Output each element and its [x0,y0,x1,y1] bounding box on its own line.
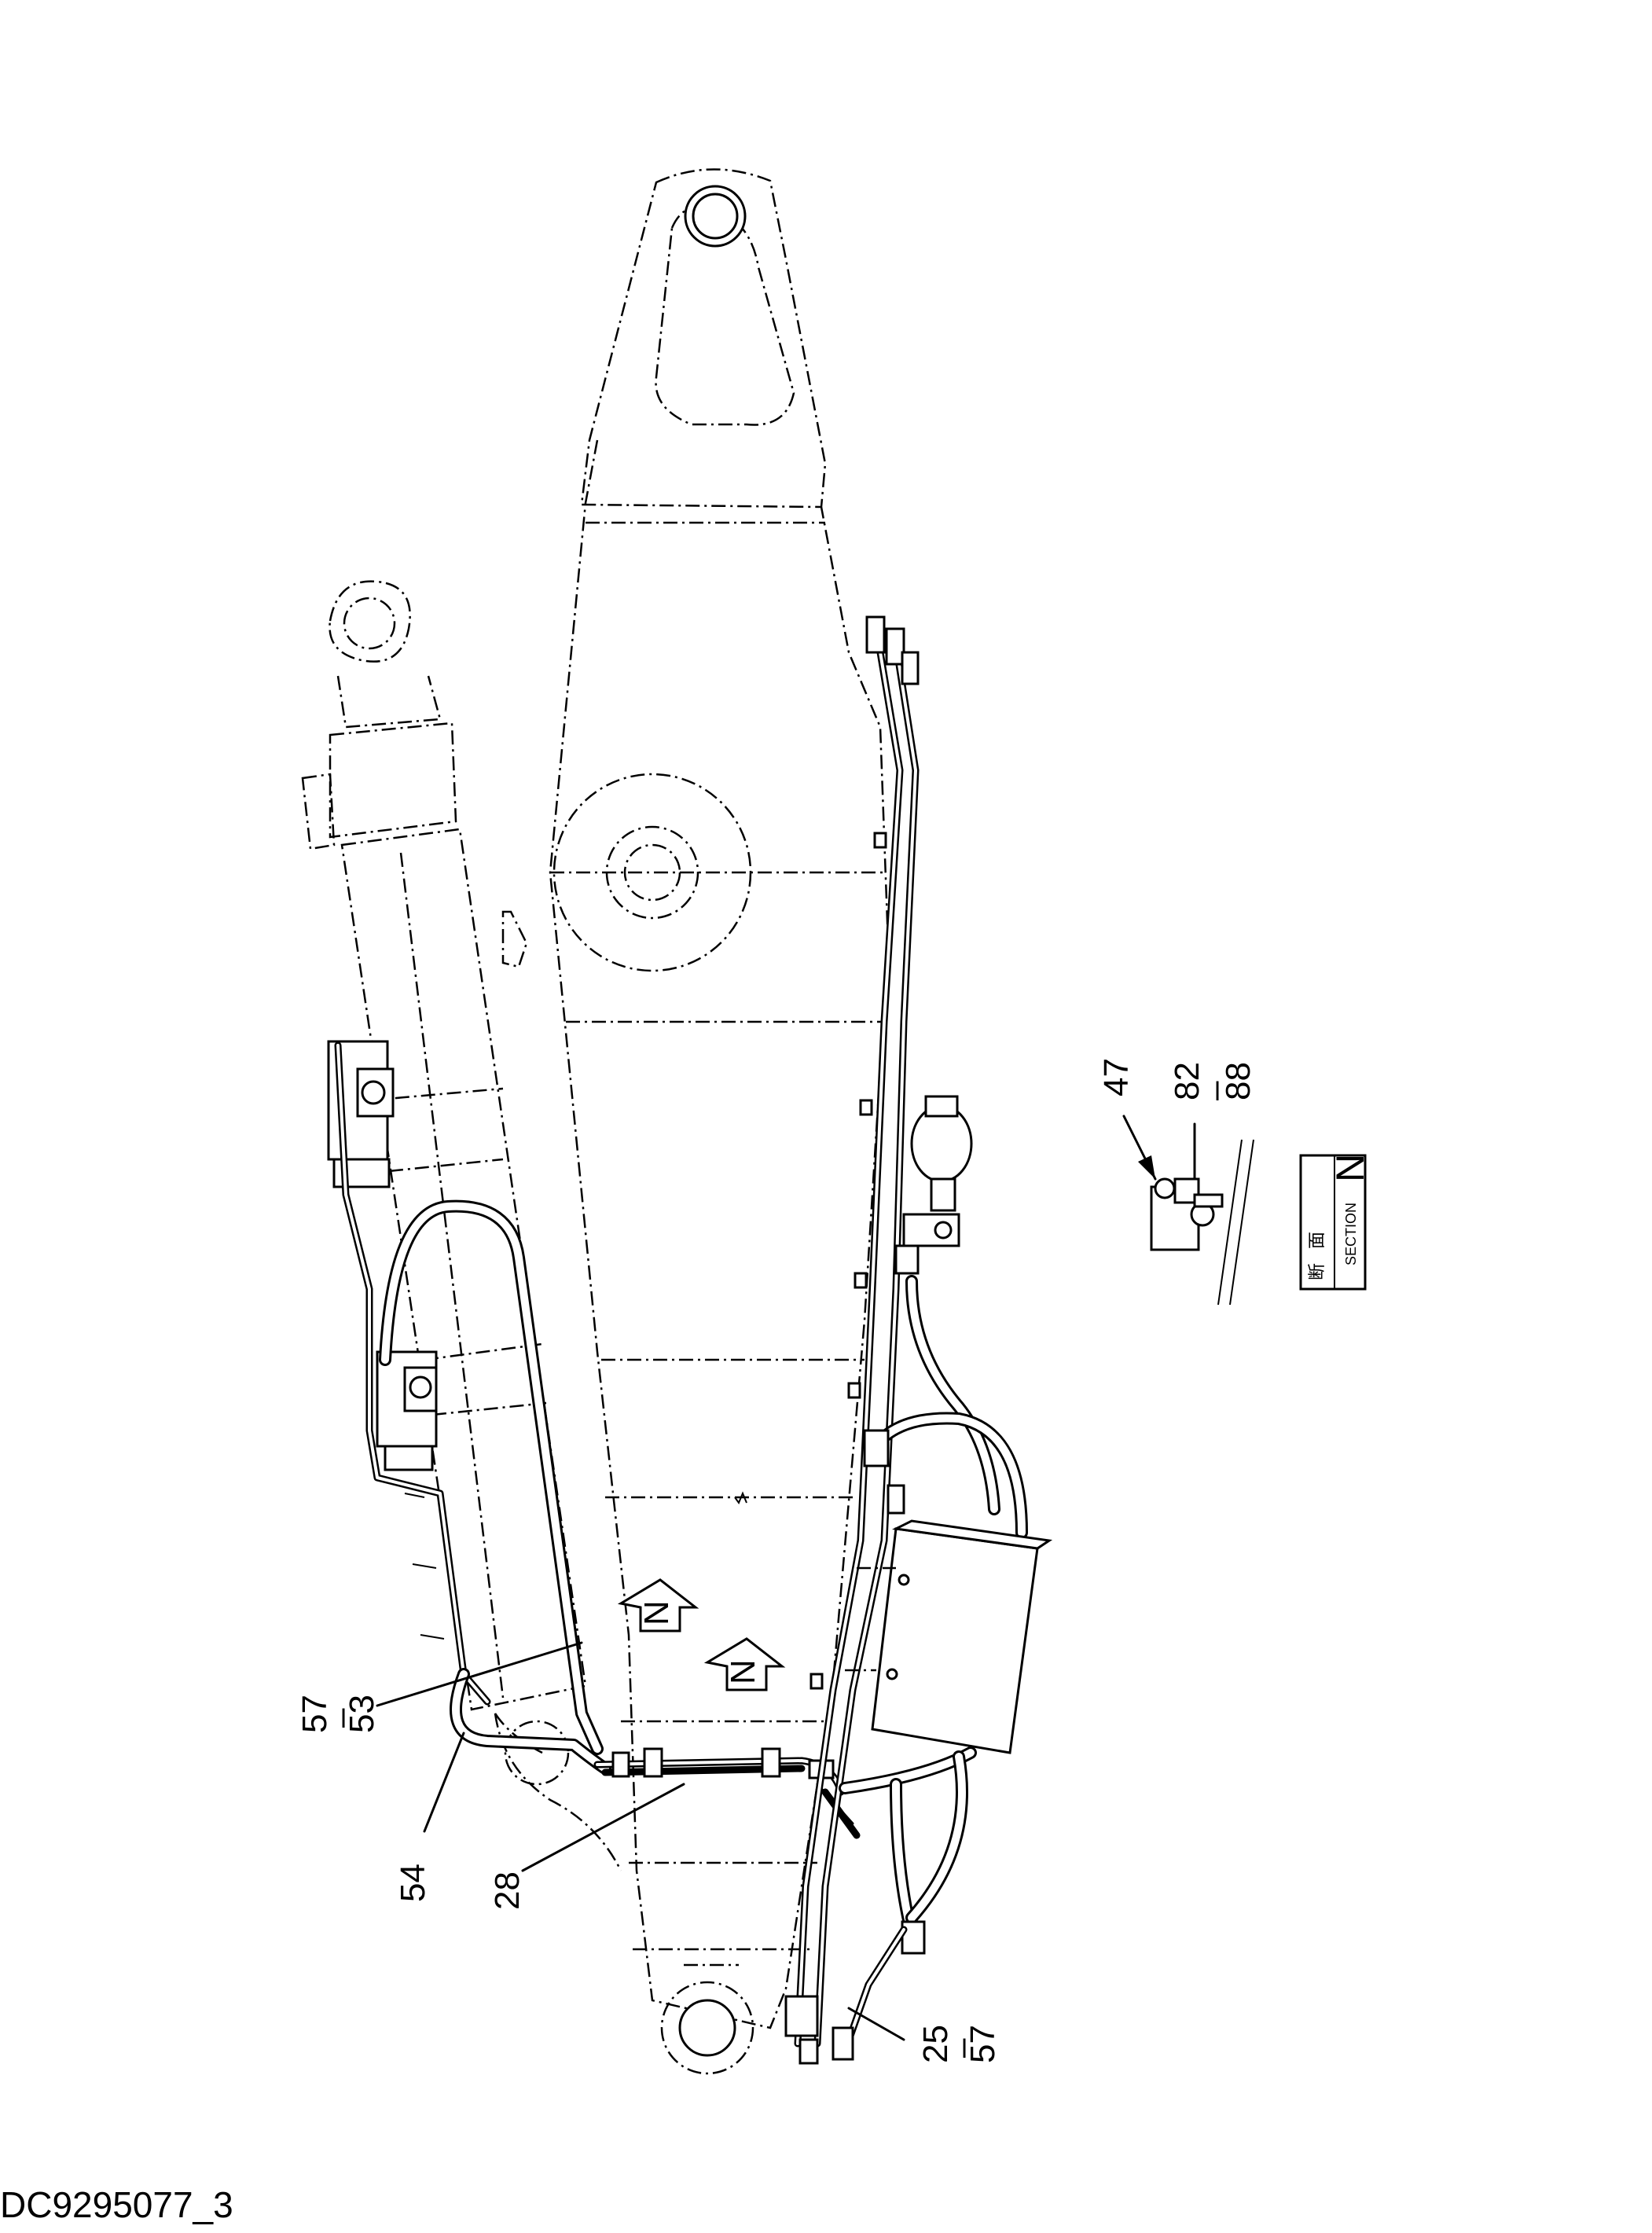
callout-25-57: 25 – 57 [916,2025,1002,2063]
callout-54: 54 [394,1864,432,1902]
svg-text:57: 57 [296,1695,334,1733]
section-en: SECTION [1343,1203,1359,1265]
boom-cylinder [301,580,587,1711]
svg-text:25: 25 [916,2025,955,2063]
view-arrow-label-1: N [637,1600,676,1625]
svg-text:28: 28 [488,1871,527,1910]
view-arrow-label-2: N [724,1659,762,1684]
cylinder-valve-lower [376,1350,438,1471]
svg-text:88: 88 [1219,1062,1257,1100]
section-n-detail [1150,1139,1254,1306]
pipe-25 [832,1926,908,2061]
svg-text:54: 54 [394,1864,432,1902]
view-arrow-1: N [617,1578,699,1633]
hose-loop [379,1199,604,1755]
section-letter: N [1328,1154,1372,1182]
drawing-id-label: DC9295077_3 [0,2184,233,2225]
section-label: N 断 面 SECTION [1299,1154,1372,1291]
foot-pin [504,1720,754,2075]
section-jp-1: 断 [1307,1263,1327,1280]
hose-54 [450,1668,611,1775]
svg-text:–: – [942,2038,981,2058]
view-arrow-2: N [703,1637,786,1691]
svg-text:47: 47 [1097,1058,1136,1096]
arrowhead-47 [1138,1155,1155,1179]
valve-box [845,1519,1053,1754]
callout-82-88: 82 – 88 [1168,1062,1257,1100]
boom-outline [494,168,890,2029]
callout-28: 28 [488,1871,527,1910]
center-pivot [553,773,752,972]
cylinder-tubes [334,1041,491,1706]
svg-text:–: – [321,1708,360,1728]
svg-text:–: – [1195,1081,1234,1100]
svg-text:82: 82 [1168,1062,1206,1100]
boom-side-pipes [784,615,920,2065]
svg-text:57: 57 [964,2025,1002,2063]
svg-text:53: 53 [343,1695,381,1733]
top-pin [684,185,747,248]
callout-47: 47 [1097,1058,1136,1096]
accumulator [894,1095,973,1275]
callout-57-53: 57 – 53 [296,1695,381,1733]
section-jp-2: 面 [1307,1232,1327,1249]
